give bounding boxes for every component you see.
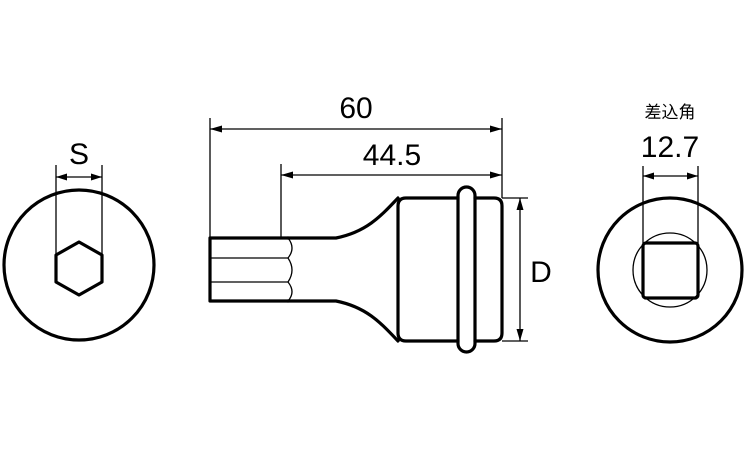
drive-size-label: 12.7 xyxy=(641,131,699,164)
drive-end-view: 差込角 12.7 xyxy=(596,103,744,344)
overall-length-label: 60 xyxy=(339,92,372,125)
socket-neck xyxy=(286,196,400,343)
tip-length-label: 44.5 xyxy=(363,139,421,172)
dim-60-arrow-left xyxy=(210,125,222,133)
dim-60-arrow-right xyxy=(490,125,502,133)
dim-44-5-arrow-right xyxy=(490,171,502,179)
drive-end-outline xyxy=(596,196,744,344)
hex-end-outline xyxy=(2,188,156,342)
dim-44-5-arrow-left xyxy=(281,171,293,179)
retaining-ring xyxy=(456,185,477,354)
drive-label: 差込角 xyxy=(645,103,696,123)
dim-d-arrow-top xyxy=(516,198,524,210)
drive-arrow-right xyxy=(687,172,698,180)
diameter-label: D xyxy=(530,256,552,289)
hex-bit-profile xyxy=(54,240,104,297)
drive-recess-circle xyxy=(632,232,708,308)
square-drive-profile xyxy=(641,241,700,300)
bit-flute-curves xyxy=(287,237,293,302)
dim-d-arrow-bottom xyxy=(516,329,524,341)
s-label: S xyxy=(69,138,89,171)
socket-body-end xyxy=(473,196,504,343)
s-arrow-left xyxy=(56,173,67,181)
s-arrow-right xyxy=(91,173,102,181)
hex-end-view: S xyxy=(2,138,156,342)
drive-arrow-left xyxy=(643,172,654,180)
socket-side-view: 60 44.5 D xyxy=(208,92,552,354)
bit-tip xyxy=(208,236,290,303)
socket-body xyxy=(396,196,460,343)
